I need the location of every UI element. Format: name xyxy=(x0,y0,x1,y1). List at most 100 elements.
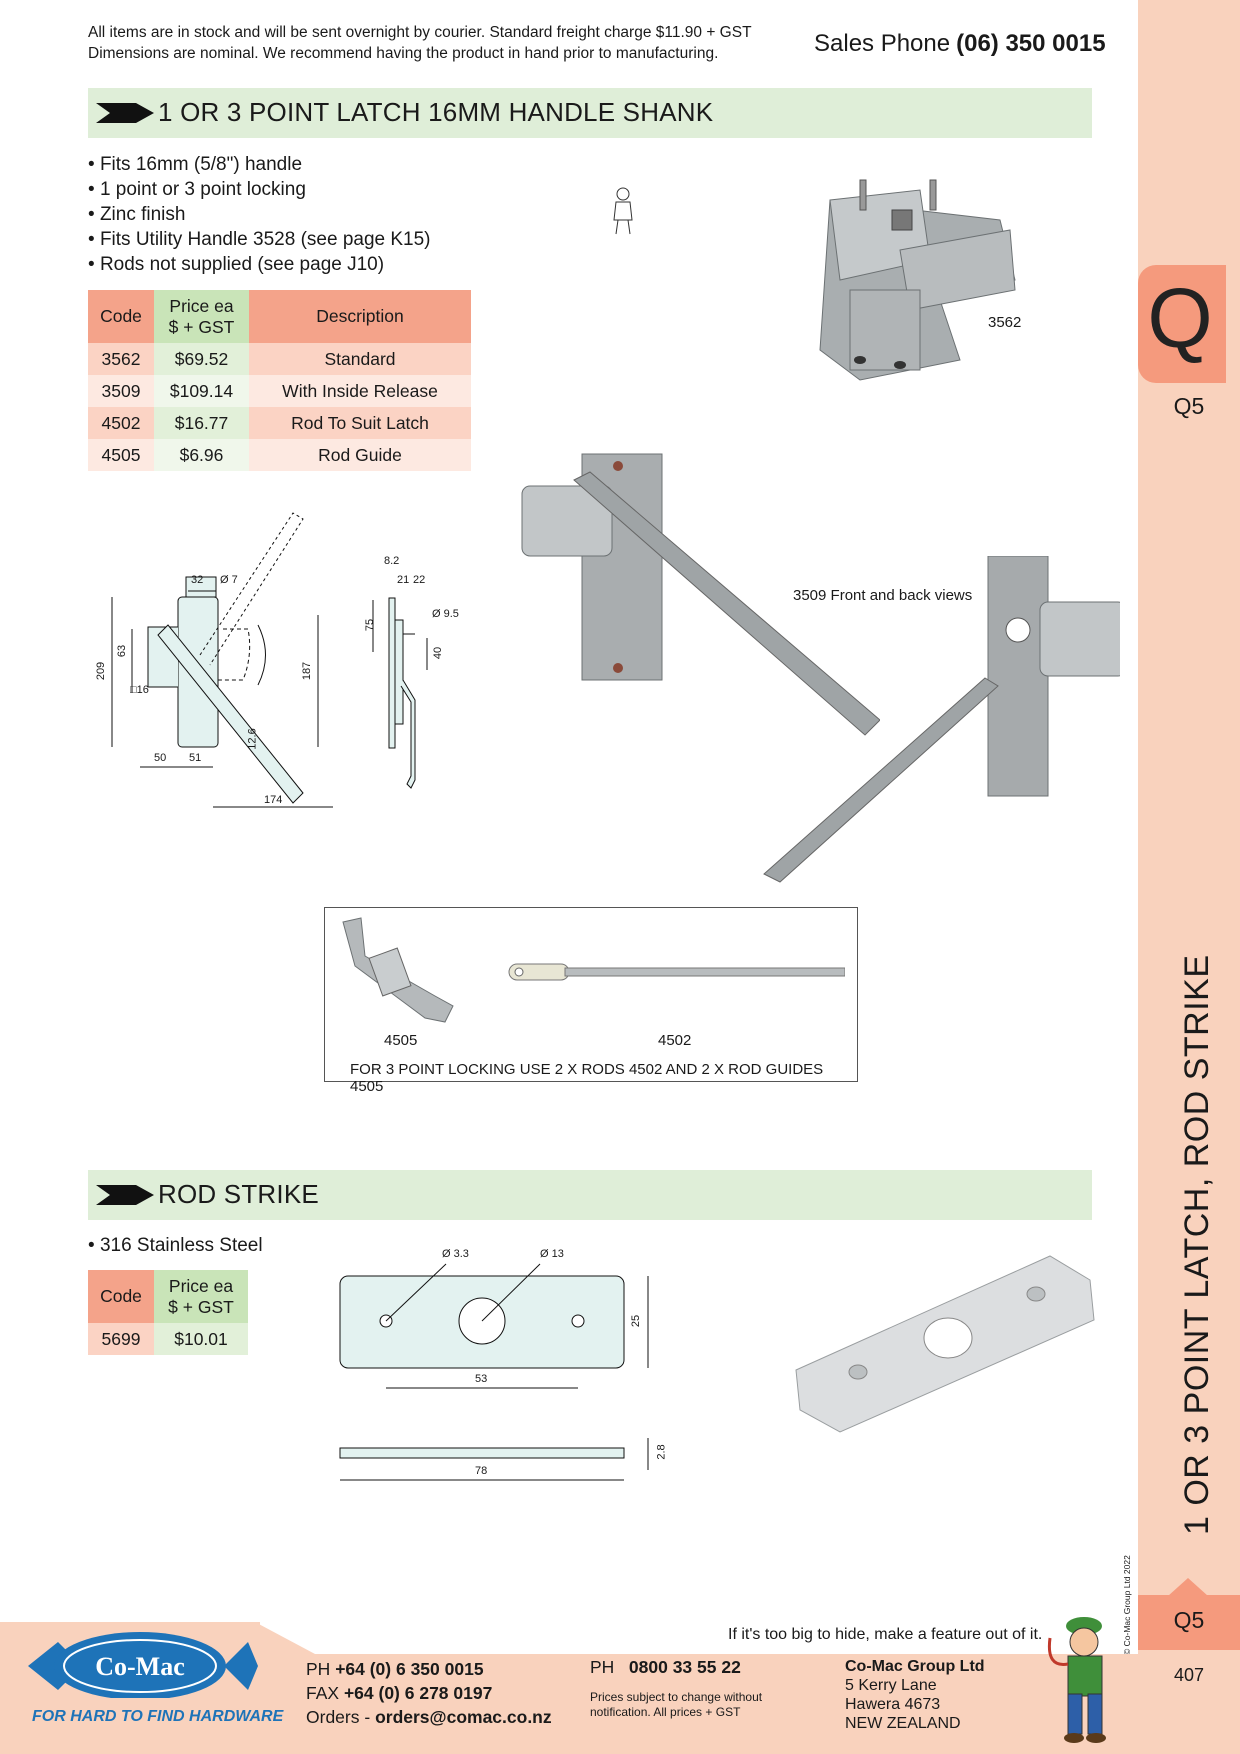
col-price-l2: $ + GST xyxy=(168,316,235,337)
dim-diameter-13: Ø 13 xyxy=(540,1248,564,1260)
page-number: 407 xyxy=(1173,1665,1205,1685)
feature-list: 316 Stainless Steel xyxy=(88,1233,263,1258)
latch-3562-photo xyxy=(819,179,1016,381)
section-code-bottom: Q5 xyxy=(1173,1607,1205,1633)
photo-label-3509: 3509 Front and back views xyxy=(793,587,973,604)
dim-209: 209 xyxy=(95,661,108,681)
orders-email[interactable]: orders@comac.co.nz xyxy=(375,1707,552,1727)
section-code-top: Q5 xyxy=(1173,393,1205,419)
comac-logo[interactable]: Co-Mac xyxy=(28,1628,258,1698)
section-letter-tab xyxy=(1138,265,1226,383)
list-item: 1 point or 3 point locking xyxy=(88,177,431,202)
cell-description: Rod Guide xyxy=(249,439,471,471)
phone-number[interactable]: +64 (0) 6 350 0015 xyxy=(335,1659,484,1679)
dim-32: 32 xyxy=(191,574,204,586)
dim-187: 187 xyxy=(301,661,314,681)
dim-50: 50 xyxy=(154,752,167,764)
vertical-title: 1 OR 3 POINT LATCH, ROD STRIKE xyxy=(1178,954,1216,1535)
cell-price: $69.52 xyxy=(154,343,249,375)
list-item: Rods not supplied (see page J10) xyxy=(88,252,431,277)
rod-strike-drawing xyxy=(339,1263,649,1481)
arrow-icon xyxy=(96,1185,154,1205)
cell-code: 5699 xyxy=(88,1323,154,1355)
table-header-row: Code Price ea$ + GST xyxy=(88,1270,248,1323)
price-table-latch: Code Price ea$ + GST Description 3562 $6… xyxy=(88,290,471,471)
dim-2-8: 2.8 xyxy=(655,1444,668,1460)
dim-22: 22 xyxy=(413,574,426,586)
dim-51: 51 xyxy=(189,752,202,764)
mascot-icon xyxy=(1047,1617,1106,1743)
ph2-label: PH xyxy=(590,1657,615,1677)
latch-side-drawing xyxy=(372,597,428,789)
dim-53: 53 xyxy=(475,1373,488,1385)
dim-8-2: 8.2 xyxy=(384,555,400,567)
cell-code: 4502 xyxy=(88,407,154,439)
photo-label-3562: 3562 xyxy=(988,314,1022,331)
table-row: 4505 $6.96 Rod Guide xyxy=(88,439,471,471)
cell-description: With Inside Release xyxy=(249,375,471,407)
notice-line-1: All items are in stock and will be sent … xyxy=(88,24,752,41)
dim-12-6: 12.6 xyxy=(246,728,259,750)
dim-square-16: □16 xyxy=(130,684,149,696)
list-item: Fits 16mm (5/8") handle xyxy=(88,152,431,177)
rod-label-4502: 4502 xyxy=(658,1032,692,1049)
dim-25: 25 xyxy=(630,1314,643,1328)
sales-phone: Sales Phone(06) 350 0015 xyxy=(814,30,1106,58)
rod-accessories-box: 4505 4502 FOR 3 POINT LOCKING USE 2 X RO… xyxy=(324,907,858,1095)
latch-3509-front-photo xyxy=(521,453,880,736)
dim-78: 78 xyxy=(475,1465,488,1477)
dim-diameter-9-5: Ø 9.5 xyxy=(432,608,459,620)
tab-notch-icon xyxy=(1168,1578,1208,1596)
section-header-latch: 1 OR 3 POINT LATCH 16MM HANDLE SHANK xyxy=(88,88,1092,138)
list-item: Zinc finish xyxy=(88,202,431,227)
ph-label: PH xyxy=(306,1659,331,1679)
latch-front-drawing xyxy=(111,512,333,808)
section-header-rod-strike: ROD STRIKE xyxy=(88,1170,1092,1220)
section-title: ROD STRIKE xyxy=(158,1179,319,1209)
col-price: Price ea$ + GST xyxy=(154,290,249,343)
company-name: Co-Mac Group Ltd xyxy=(845,1658,985,1675)
rod-box-caption: FOR 3 POINT LOCKING USE 2 X RODS 4502 AN… xyxy=(350,1061,824,1095)
sales-number[interactable]: (06) 350 0015 xyxy=(956,30,1106,57)
cell-code: 4505 xyxy=(88,439,154,471)
orders-label: Orders - xyxy=(306,1707,371,1727)
section-letter: Q xyxy=(1147,271,1213,365)
col-description: Description xyxy=(249,290,471,343)
cell-price: $16.77 xyxy=(154,407,249,439)
note-line-1: Prices subject to change without xyxy=(590,1690,763,1704)
table-row: 4502 $16.77 Rod To Suit Latch xyxy=(88,407,471,439)
cell-description: Rod To Suit Latch xyxy=(249,407,471,439)
arrow-icon xyxy=(96,103,154,123)
dim-21: 21 xyxy=(397,574,410,586)
col-price: Price ea$ + GST xyxy=(154,1270,248,1323)
section-code-bottom-box xyxy=(1138,1595,1240,1650)
freight-notice: All items are in stock and will be sent … xyxy=(88,22,752,64)
dim-diameter-3-3: Ø 3.3 xyxy=(442,1248,469,1260)
sales-label: Sales Phone xyxy=(814,30,951,57)
note-line-2: notification. All prices + GST xyxy=(590,1705,741,1719)
col-price-l1: Price ea xyxy=(169,295,234,316)
table-row: 3509 $109.14 With Inside Release xyxy=(88,375,471,407)
rod-strike-photo xyxy=(795,1255,1095,1433)
latch-3509-back-photo xyxy=(763,556,1120,883)
rod-4502-photo xyxy=(508,963,845,981)
price-table-rod-strike: Code Price ea$ + GST 5699 $10.01 xyxy=(88,1270,248,1355)
logo-text: Co-Mac xyxy=(95,1652,185,1681)
rod-guide-4505-photo xyxy=(342,917,454,1023)
freephone-number[interactable]: 0800 33 55 22 xyxy=(628,1657,741,1677)
contact-block: PH +64 (0) 6 350 0015 FAX +64 (0) 6 278 … xyxy=(306,1657,552,1729)
feature-list: Fits 16mm (5/8") handle 1 point or 3 poi… xyxy=(88,152,431,277)
table-row: 5699 $10.01 xyxy=(88,1323,248,1355)
prices-note: Prices subject to change without notific… xyxy=(590,1690,762,1720)
freephone: PH 0800 33 55 22 xyxy=(590,1657,741,1678)
dim-63: 63 xyxy=(116,644,129,658)
dim-75: 75 xyxy=(364,618,377,632)
list-item: Fits Utility Handle 3528 (see page K15) xyxy=(88,227,431,252)
col-price-l2: $ + GST xyxy=(168,1296,234,1317)
cell-code: 3509 xyxy=(88,375,154,407)
notice-line-2: Dimensions are nominal. We recommend hav… xyxy=(88,45,719,62)
table-row: 3562 $69.52 Standard xyxy=(88,343,471,375)
address-line-3: NEW ZEALAND xyxy=(845,1715,961,1732)
rod-label-4505: 4505 xyxy=(384,1032,418,1049)
address-line-1: 5 Kerry Lane xyxy=(845,1677,937,1694)
